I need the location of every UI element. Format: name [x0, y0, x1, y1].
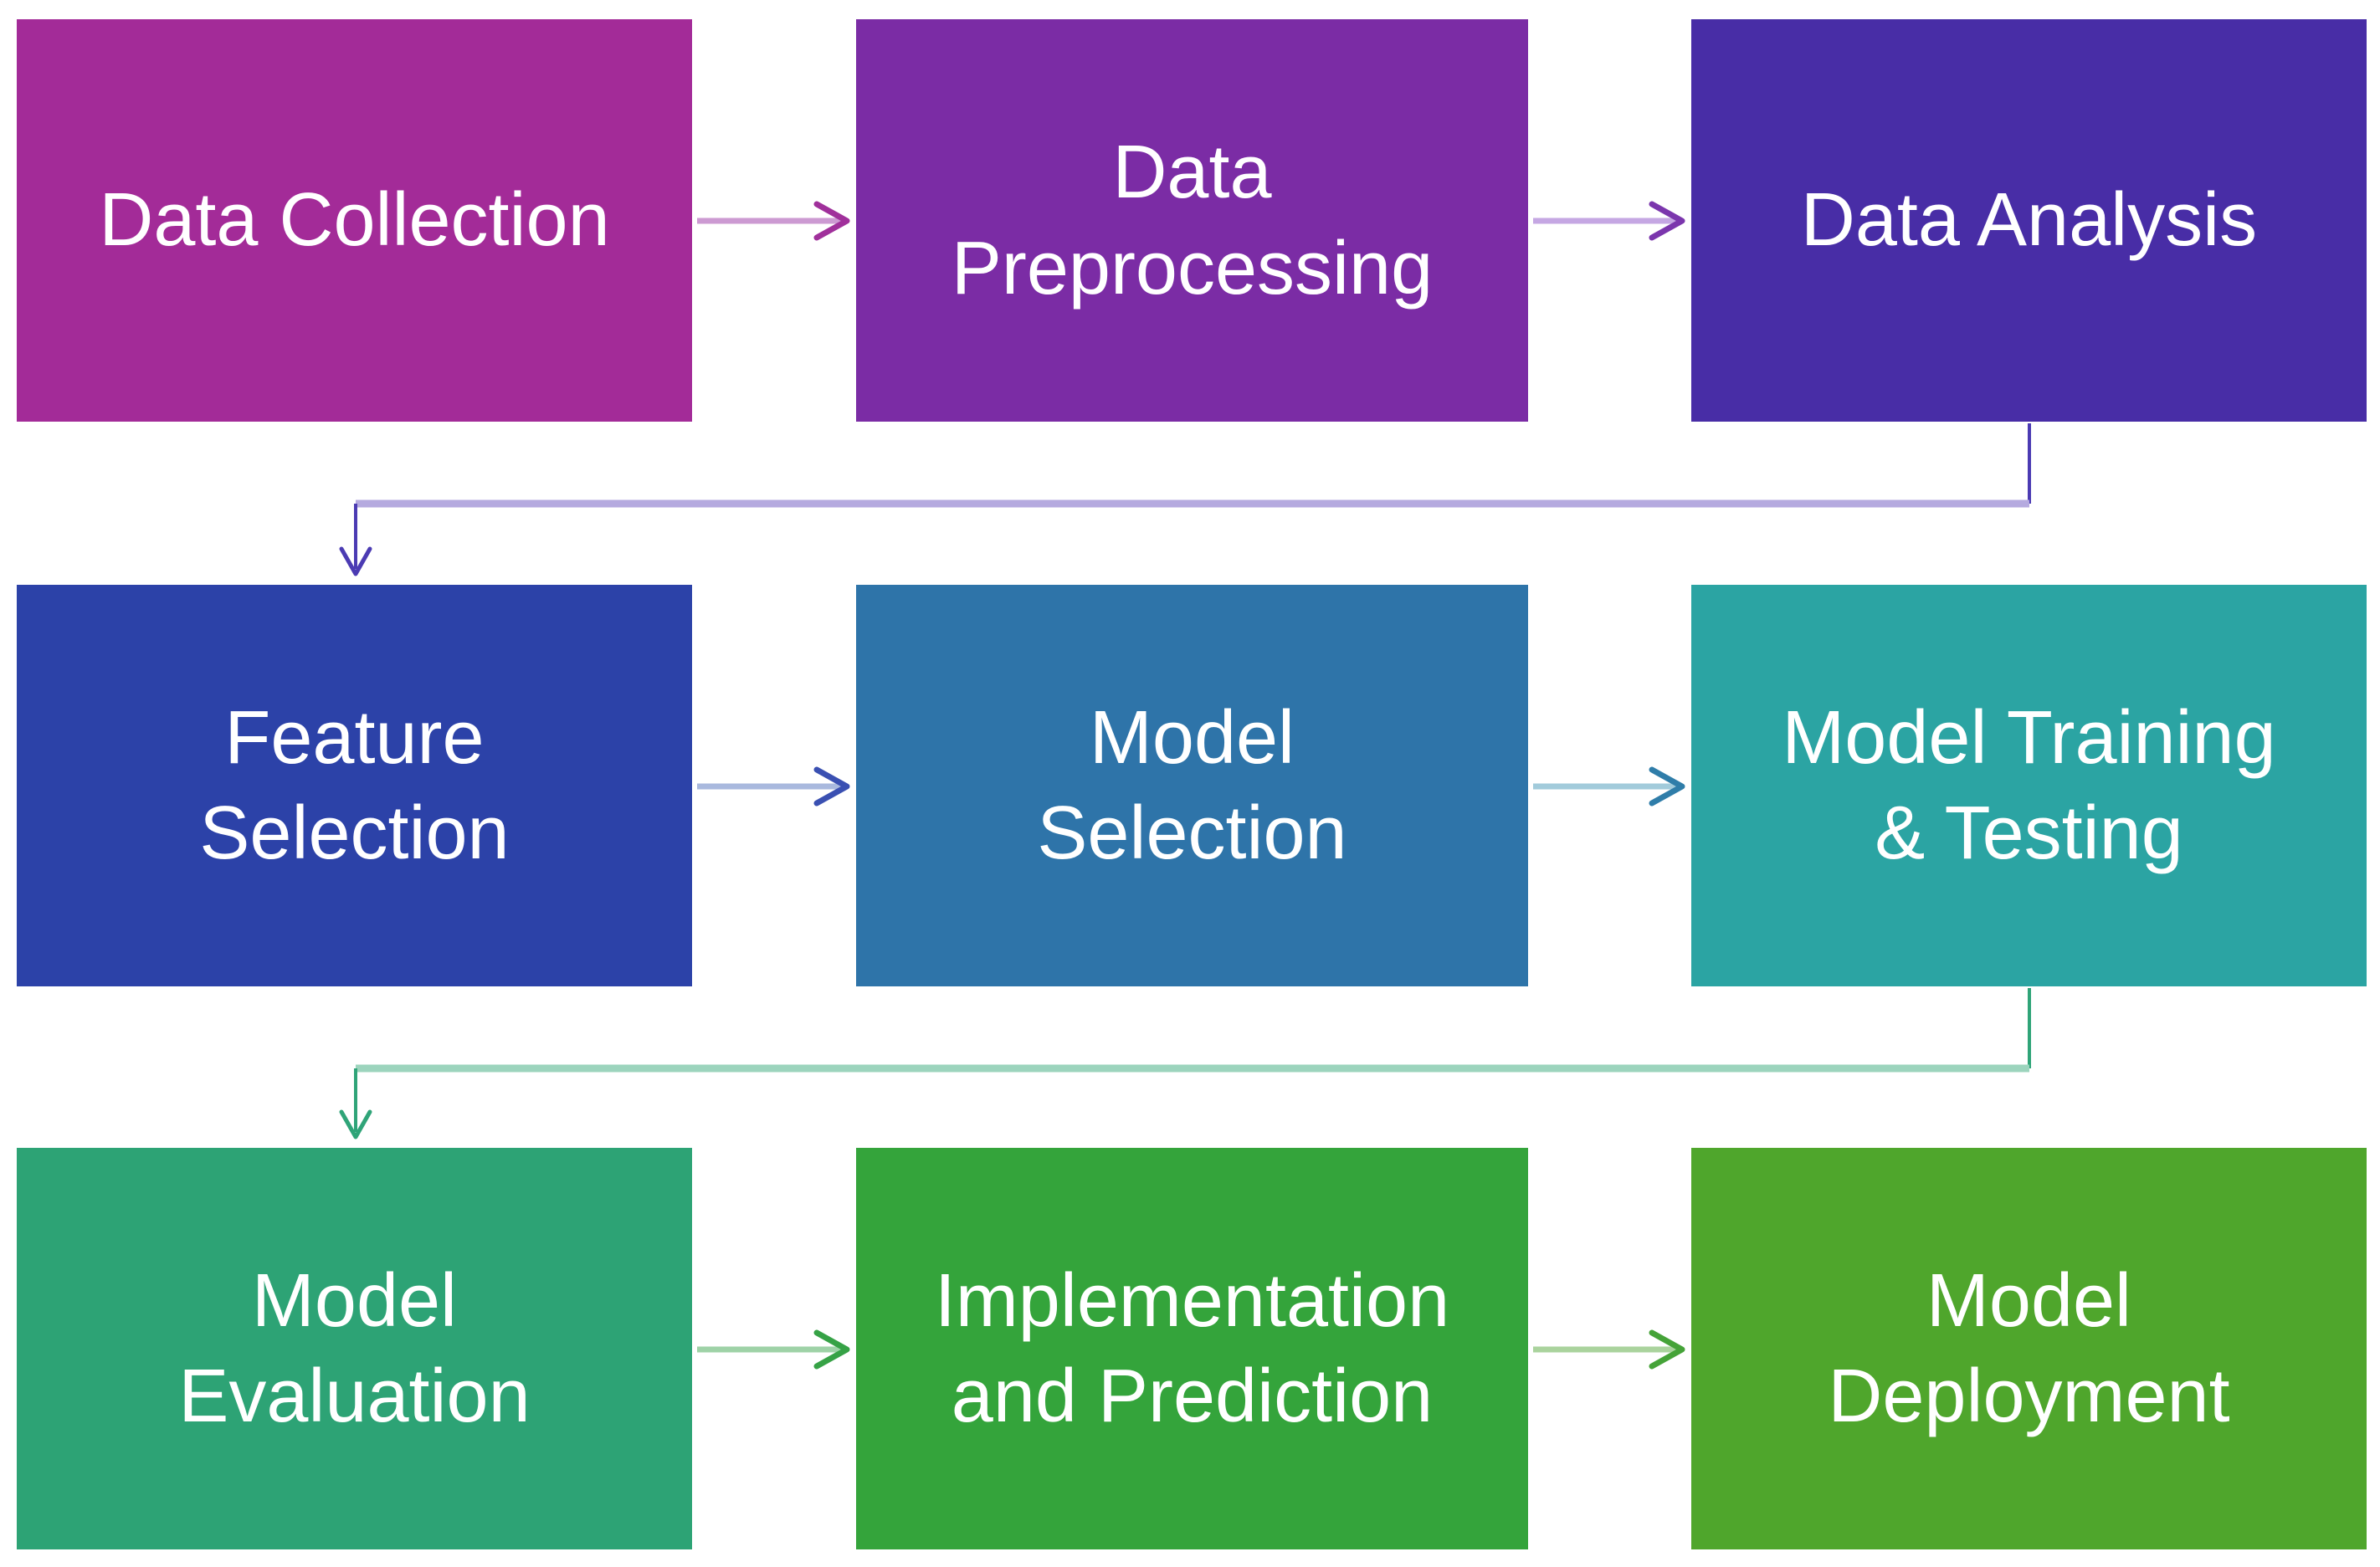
edge-model-evaluation--implementation-prediction — [697, 1329, 850, 1370]
node-implementation-prediction: Implementation and Prediction — [856, 1148, 1528, 1549]
node-model-selection: Model Selection — [856, 585, 1528, 986]
node-model-training-testing: Model Training & Testing — [1691, 585, 2367, 986]
node-model-deployment: Model Deployment — [1691, 1148, 2367, 1549]
node-model-evaluation-label: Model Evaluation — [178, 1258, 531, 1438]
node-data-preprocessing: Data Preprocessing — [856, 19, 1528, 422]
edge-implementation-prediction--model-deployment — [1533, 1329, 1685, 1370]
edge-data-analysis--feature-selection — [339, 423, 2031, 576]
node-model-deployment-label: Model Deployment — [1828, 1258, 2230, 1438]
node-feature-selection-label: Feature Selection — [199, 695, 510, 875]
node-implementation-prediction-label: Implementation and Prediction — [934, 1258, 1450, 1438]
node-model-training-testing-label: Model Training & Testing — [1782, 695, 2276, 875]
edge-feature-selection--model-selection — [697, 766, 850, 807]
edge-model-selection--model-training-testing — [1533, 766, 1685, 807]
node-model-selection-label: Model Selection — [1037, 695, 1347, 875]
node-data-collection-label: Data Collection — [99, 178, 610, 263]
node-model-evaluation: Model Evaluation — [17, 1148, 692, 1549]
edge-data-preprocessing--data-analysis — [1533, 201, 1685, 241]
edge-data-collection--data-preprocessing — [697, 201, 850, 241]
node-feature-selection: Feature Selection — [17, 585, 692, 986]
node-data-preprocessing-label: Data Preprocessing — [951, 131, 1434, 310]
node-data-analysis: Data Analysis — [1691, 19, 2367, 422]
node-data-collection: Data Collection — [17, 19, 692, 422]
edge-model-training-testing--model-evaluation — [339, 988, 2031, 1139]
node-data-analysis-label: Data Analysis — [1800, 178, 2258, 263]
